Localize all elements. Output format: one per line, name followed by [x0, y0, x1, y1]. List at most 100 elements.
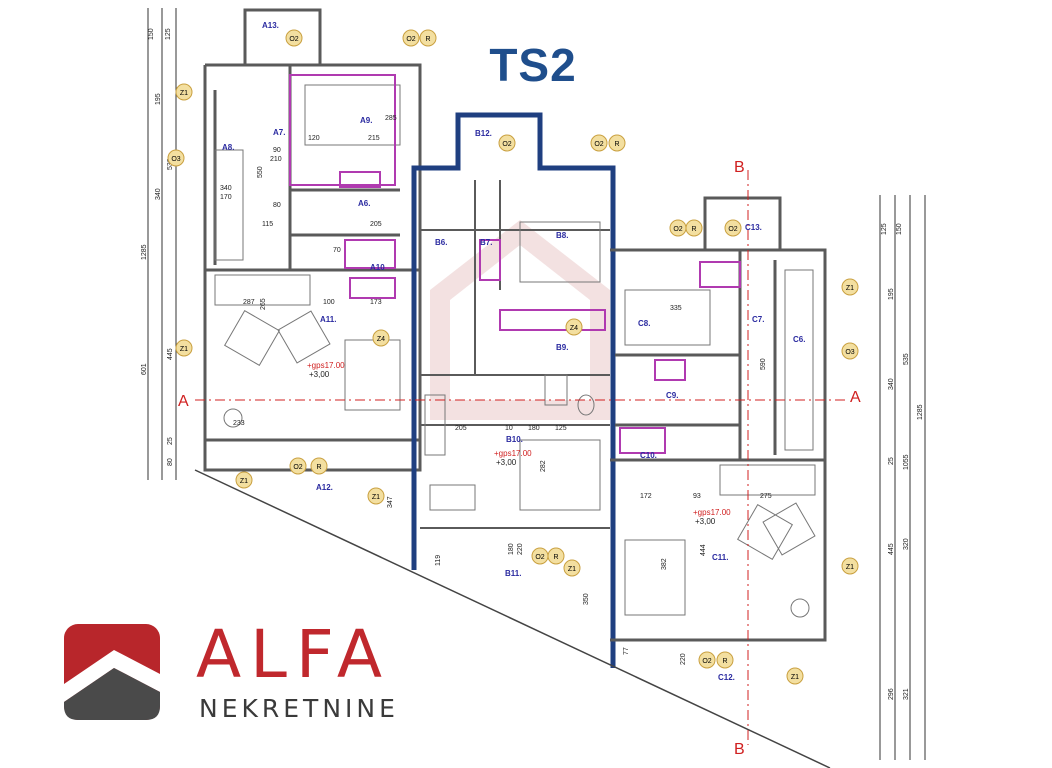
dim-inner-9: 70 [333, 247, 341, 254]
tag-o2-c2: O2 [728, 226, 737, 233]
dim-inner-26: 590 [760, 358, 767, 370]
dim-inner-33: 77 [623, 647, 630, 655]
unit-c-furniture [624, 269, 816, 618]
room-label-a13: A13. [262, 21, 279, 30]
dim-inner-15: 205 [455, 425, 467, 432]
dims-inner-labels: 120 215 285 90 210 550 80 115 205 70 287… [220, 115, 772, 665]
tag-z1-a3: Z1 [240, 478, 248, 485]
dim-inner-4: 210 [270, 156, 282, 163]
room-label-b9: B9. [556, 343, 568, 352]
dim-inner-6: 80 [273, 202, 281, 209]
dim-inner-3: 90 [273, 147, 281, 154]
room-label-a6: A6. [358, 199, 370, 208]
level-c: +3,00 [695, 517, 716, 526]
unit-b-magenta [479, 239, 606, 331]
tag-z1-c2: Z1 [846, 564, 854, 571]
room-label-c7: C7. [752, 315, 764, 324]
dim-inner-32: 220 [680, 653, 687, 665]
ts2-outline [411, 112, 616, 668]
dim-right-3: 535 [903, 353, 910, 365]
tag-o2-c: O2 [673, 226, 682, 233]
dim-right-11: 321 [903, 688, 910, 700]
room-label-a12: A12. [316, 483, 333, 492]
tag-o2-c3: O2 [702, 658, 711, 665]
dim-left-7: 445 [167, 348, 174, 360]
dim-right-10: 296 [888, 688, 895, 700]
dim-inner-21: 119 [435, 555, 442, 566]
tag-z1-a2: Z1 [180, 346, 188, 353]
tag-r-b2: R [553, 554, 558, 561]
dim-inner-19: 282 [540, 460, 547, 472]
unit-a-magenta [289, 74, 396, 299]
dim-right-4: 340 [888, 378, 895, 390]
dim-inner-34: 340 [220, 185, 232, 192]
tag-r-c: R [691, 226, 696, 233]
dim-left-0: 150 [148, 28, 155, 40]
level-labels: +gps17.00 +3,00 +gps17.00 +3,00 +gps17.0… [307, 361, 731, 526]
room-label-c9: C9. [666, 391, 678, 400]
dim-inner-25: 335 [670, 305, 682, 312]
room-labels-c: C13. C8. C7. C6. C9. C10. C11. C12. [638, 223, 805, 682]
dim-inner-2: 285 [385, 115, 397, 122]
dim-inner-12: 173 [370, 299, 382, 306]
dim-inner-20: 347 [387, 496, 394, 508]
room-label-c10: C10. [640, 451, 657, 460]
unit-c-walls [610, 196, 827, 642]
dim-right-8: 445 [888, 543, 895, 555]
unit-b-walls [420, 180, 610, 529]
room-label-a9: A9. [360, 116, 372, 125]
dim-inner-28: 93 [693, 493, 701, 500]
dim-left-2: 195 [155, 93, 162, 105]
dim-inner-16: 10 [505, 425, 513, 432]
dim-right-7: 25 [888, 457, 895, 465]
room-label-c11: C11. [712, 553, 728, 562]
level-a: +3,00 [309, 370, 330, 379]
tag-o2-a: O2 [289, 36, 298, 43]
tag-o3-c: O3 [845, 349, 854, 356]
dim-inner-13: 233 [233, 420, 245, 427]
dim-right-6: 1055 [903, 454, 910, 470]
dim-left-8: 25 [167, 437, 174, 445]
room-labels-a: A13. A9. A7. A8. A6. A10 A11. A12. [222, 21, 385, 492]
tag-z1-b2: Z1 [568, 566, 576, 573]
dim-inner-30: 382 [661, 558, 668, 570]
dim-inner-7: 115 [262, 221, 273, 228]
room-label-b10: B10. [506, 435, 523, 444]
room-labels-b: B12. B6. B7. B8. B9. B10. B11. [435, 129, 568, 578]
section-mark-a-left: A [178, 393, 189, 410]
site-boundary [194, 469, 831, 768]
tag-o2-b: O2 [502, 141, 511, 148]
section-mark-b-bottom: B [734, 741, 745, 758]
dim-inner-31: 444 [700, 544, 707, 556]
tag-z1-c3: Z1 [791, 674, 799, 681]
dim-left-5: 1285 [141, 244, 148, 260]
dim-inner-0: 120 [308, 135, 320, 142]
tag-r-a2: R [316, 464, 321, 471]
room-label-c8: C8. [638, 319, 650, 328]
tag-z1-a: Z1 [180, 90, 188, 97]
unit-c-magenta [619, 261, 741, 454]
room-label-b12: B12. [475, 129, 492, 138]
room-label-a7: A7. [273, 128, 285, 137]
level-gps-a: +gps17.00 [307, 361, 345, 370]
dim-right-5: 1285 [917, 404, 924, 420]
brand-name: ALFA [196, 616, 391, 693]
dim-inner-23: 220 [517, 543, 524, 555]
room-label-a8: A8. [222, 143, 234, 152]
tag-r-a: R [425, 36, 430, 43]
dim-left-4: 340 [155, 188, 162, 200]
dimension-chains [147, 8, 926, 760]
brand-subtitle: NEKRETNINE [199, 694, 399, 723]
tag-o2-a3: O2 [293, 464, 302, 471]
unit-a-furniture [214, 84, 401, 428]
dim-inner-29: 275 [760, 493, 772, 500]
tag-o2-b3: O2 [535, 554, 544, 561]
section-mark-a-right: A [850, 389, 861, 406]
dim-inner-18: 125 [555, 425, 567, 432]
section-mark-b-top: B [734, 159, 745, 176]
dim-inner-17: 180 [528, 425, 540, 432]
tag-z1-b: Z1 [372, 494, 380, 501]
level-gps-b: +gps17.00 [494, 449, 532, 458]
dim-inner-14: 265 [260, 298, 267, 310]
dim-inner-1: 215 [368, 135, 380, 142]
